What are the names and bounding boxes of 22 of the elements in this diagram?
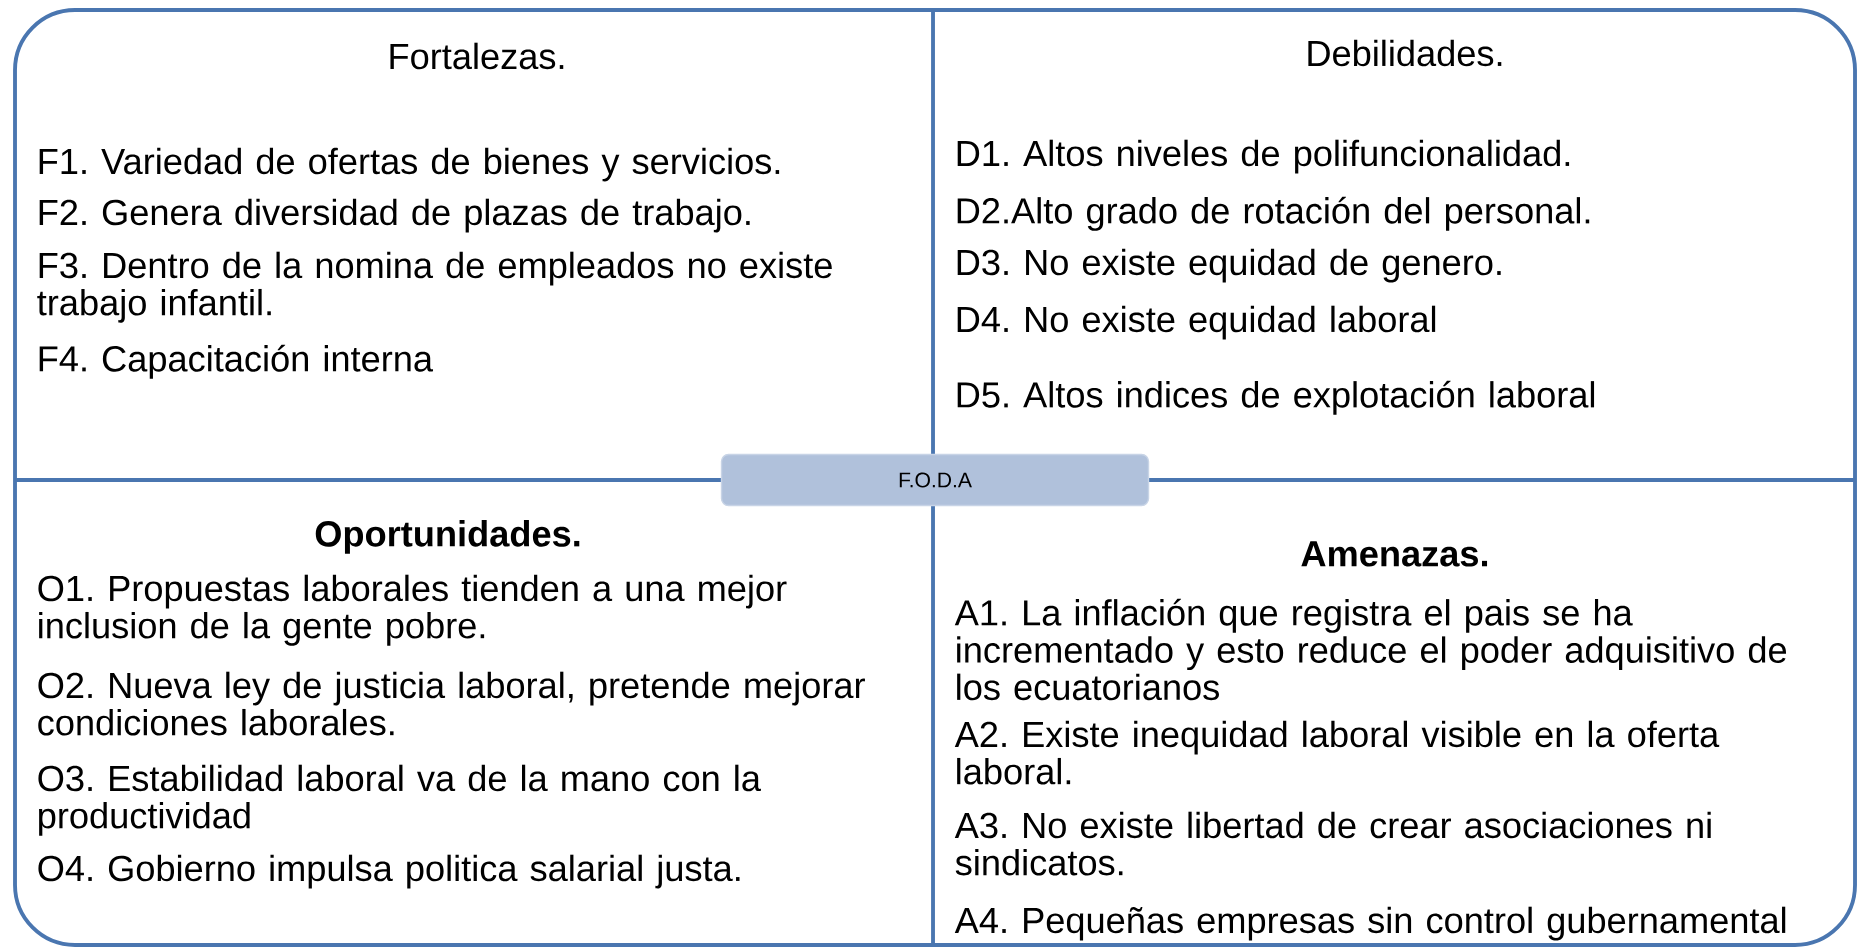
heading: Amenazas. xyxy=(1301,541,1488,567)
list-item: F3. Dentro de la nomina de empleados no existe trabajo infantil. xyxy=(37,251,832,323)
heading: Debilidades. xyxy=(1308,39,1502,67)
list-item: D3. No existe equidad de genero. xyxy=(957,248,1501,283)
list-item: D5. Altos indices de explotación laboral xyxy=(957,380,1595,415)
list-item: A3. No existe libertad de crear asociaciones ni sindicatos. xyxy=(954,811,1711,876)
list-item: A1. La inflación que registra el pais se ha incrementado y esto reduce el poder adquisitivo de los ecuatorianos xyxy=(954,598,1787,701)
list-item: D4. No existe equidad laboral xyxy=(957,305,1436,340)
list-item: O3. Estabilidad laboral va de la mano con la productividad xyxy=(38,764,761,836)
center-label-box: F.O.D.A xyxy=(720,453,1150,507)
list-item: F4. Capacitación interna xyxy=(39,344,433,379)
list-item: F2. Genera diversidad de plazas de trabajo. xyxy=(39,198,750,233)
list-item: D1. Altos niveles de polifuncionalidad. xyxy=(957,139,1570,174)
list-item: O1. Propuestas laborales tienden a una mejor inclusion de la gente pobre. xyxy=(38,574,787,646)
list-item: F1. Variedad de ofertas de bienes y servicios. xyxy=(39,147,780,182)
heading: Oportunidades. xyxy=(315,520,580,554)
list-item: D2.Alto grado de rotación del personal. xyxy=(957,196,1590,231)
list-item: A4. Pequeñas empresas sin control gubernamental xyxy=(954,906,1786,941)
list-item: O4. Gobierno impulsa politica salarial justa. xyxy=(38,854,740,889)
heading: Fortalezas. xyxy=(390,42,564,70)
list-item: A2. Existe inequidad laboral visible en la oferta laboral. xyxy=(954,720,1720,785)
list-item: O2. Nueva ley de justicia laboral, pretende mejorar condiciones laborales. xyxy=(38,671,865,736)
